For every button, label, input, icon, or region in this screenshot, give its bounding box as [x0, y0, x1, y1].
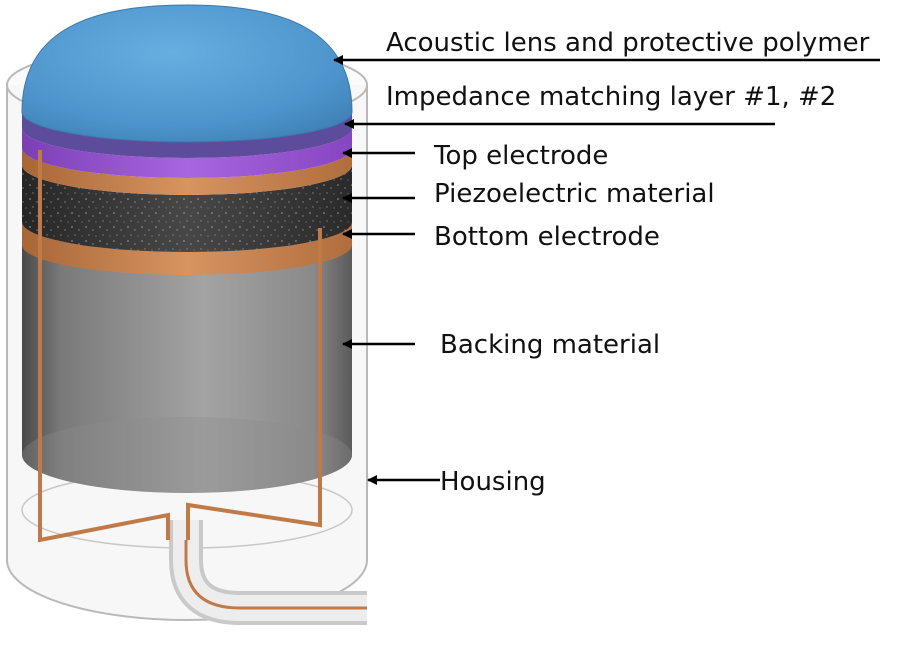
label-top-electrode: Top electrode: [433, 141, 608, 171]
piezoelectric-material: [22, 165, 352, 252]
cable: [169, 520, 367, 625]
electrode-wires: [38, 150, 322, 543]
label-bottom-electrode: Bottom electrode: [434, 222, 660, 252]
label-housing: Housing: [440, 467, 546, 497]
label-lens: Acoustic lens and protective polymer: [386, 28, 870, 58]
labels: Acoustic lens and protective polymer Imp…: [386, 28, 870, 497]
impedance-matching-layers: [22, 112, 352, 178]
label-arrows: [333, 55, 880, 485]
acoustic-lens: [21, 4, 353, 143]
top-electrode: [22, 148, 352, 195]
label-backing: Backing material: [440, 330, 660, 360]
label-piezo: Piezoelectric material: [434, 179, 715, 209]
bottom-electrode: [22, 222, 352, 275]
backing-material: [22, 245, 352, 493]
label-matching: Impedance matching layer #1, #2: [386, 82, 836, 112]
